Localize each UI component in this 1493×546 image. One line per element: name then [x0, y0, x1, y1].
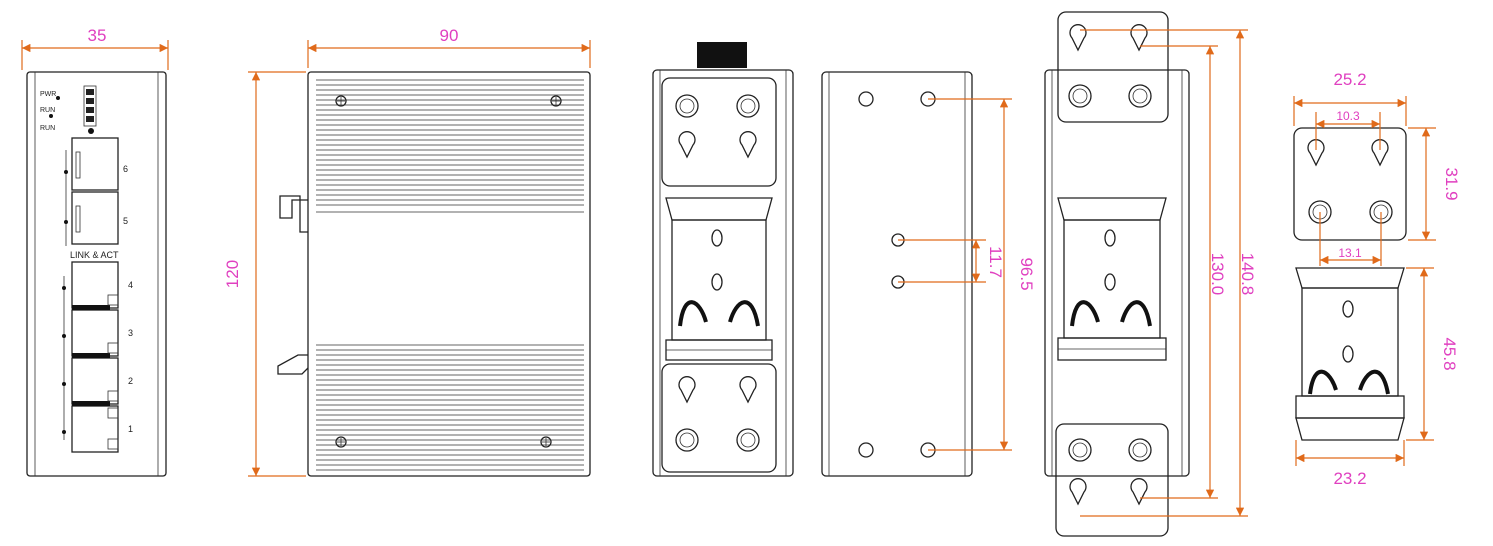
side-width-dim: 90 [440, 26, 459, 45]
heatsink-fins-top [316, 79, 584, 206]
dim-96-5: 96.5 [1017, 257, 1036, 290]
bottom-mounting-plate [661, 363, 777, 473]
port-label-4: 4 [128, 280, 133, 290]
dim-11-7: 11.7 [986, 246, 1005, 278]
run-label: RUN [40, 107, 55, 114]
screws [335, 95, 562, 448]
dim-25-2: 25.2 [1333, 70, 1366, 89]
dip-switch [83, 85, 97, 127]
detail-views: 25.2 10.3 13.1 31.9 45.8 23.2 [1293, 70, 1461, 488]
dim-13-1: 13.1 [1338, 246, 1362, 260]
dim-130-0: 130.0 [1208, 253, 1227, 296]
dim-31-9: 31.9 [1442, 167, 1461, 200]
link-act-label: LINK & ACT [70, 250, 119, 260]
rear-view-holes: 96.5 11.7 [821, 71, 1036, 477]
run-label-2: RUN [40, 125, 55, 132]
center-clip [1063, 219, 1161, 339]
port-label-5: 5 [123, 216, 128, 226]
front-view: 35 PWR RUN RUN 6 5 LINK & ACT [21, 26, 169, 477]
pwr-led [56, 96, 60, 100]
din-clip-profile [279, 195, 308, 233]
dim-23-2: 23.2 [1333, 469, 1366, 488]
rail-mount-view: 130.0 140.8 [1044, 11, 1257, 537]
detail-plate [1293, 127, 1407, 241]
rear-view-with-clip [652, 42, 794, 477]
heatsink-fins-bottom [316, 349, 584, 471]
top-mounting-plate [661, 77, 777, 187]
dim-10-3: 10.3 [1336, 109, 1360, 123]
sfp-port-6 [71, 137, 119, 191]
rj45-ports [62, 261, 119, 453]
top-connector [697, 42, 747, 68]
run-led [49, 114, 53, 118]
port-label-1: 1 [128, 424, 133, 434]
dim-45-8: 45.8 [1440, 337, 1459, 370]
top-plate [1057, 11, 1169, 123]
port-label-2: 2 [128, 376, 133, 386]
port-label-6: 6 [123, 164, 128, 174]
port-label-3: 3 [128, 328, 133, 338]
side-view: 90 120 [223, 26, 591, 477]
front-width-dim: 35 [88, 26, 107, 45]
bottom-plate [1055, 423, 1169, 537]
dim-140-8: 140.8 [1238, 253, 1257, 296]
pwr-label: PWR [40, 91, 56, 98]
sfp-port-5 [71, 191, 119, 245]
side-height-dim: 120 [223, 260, 242, 288]
din-rail-clip [671, 219, 767, 341]
